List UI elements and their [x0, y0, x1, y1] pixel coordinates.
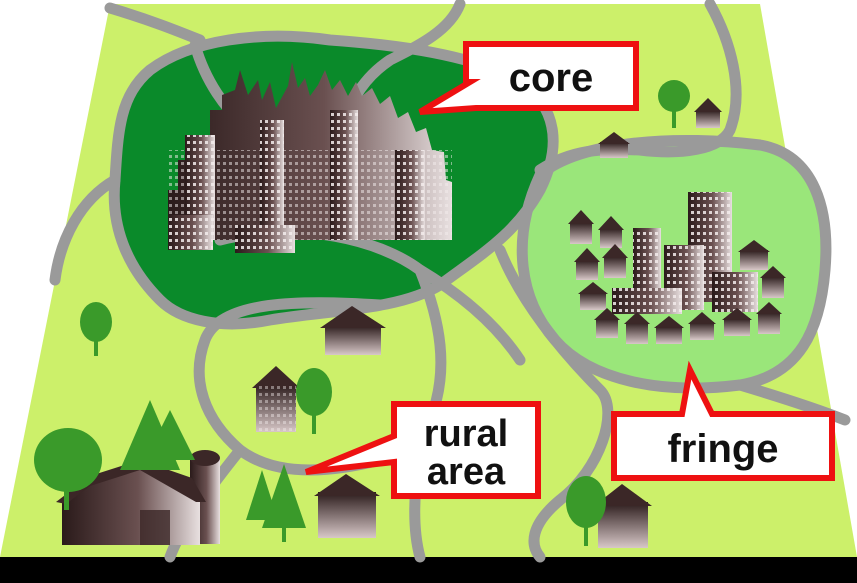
road-east-edge	[734, 379, 851, 426]
house-top-right-body	[696, 110, 720, 128]
house-top-mid	[598, 132, 630, 158]
tree-crown	[34, 428, 102, 492]
tower-3-windows	[330, 110, 358, 240]
fringe-house	[596, 318, 618, 338]
house-mid-left-body	[325, 325, 381, 355]
base-edge	[0, 557, 857, 583]
barn-roof	[56, 460, 206, 504]
fringe-block-1-windows	[612, 288, 682, 314]
tree-trunk	[312, 408, 316, 434]
low-block-mid-windows	[235, 225, 295, 253]
tree-trunk	[94, 338, 98, 356]
fringe-house	[762, 276, 784, 298]
fringe-house	[604, 256, 626, 278]
house-two-story-windows	[256, 384, 296, 432]
house-two-story-roof	[252, 366, 300, 388]
core-skyline	[168, 62, 452, 253]
fringe-house	[600, 228, 622, 248]
conifer	[145, 410, 195, 460]
callout-fringe-bubble	[611, 360, 835, 481]
fringe-houses	[568, 210, 786, 344]
tower-2-windows	[260, 120, 284, 240]
house-top-mid-roof	[598, 132, 630, 144]
tree-bottom-right	[566, 476, 606, 546]
tree-bottom-left-round	[34, 428, 102, 510]
road-core-ring	[108, 30, 559, 330]
conifer	[262, 464, 306, 528]
fringe-house-roof	[578, 282, 608, 294]
callout-core-label: core	[509, 56, 594, 100]
fringe-house-roof	[574, 248, 600, 262]
tree-crown	[80, 302, 112, 342]
house-mid-left-roof	[320, 306, 386, 328]
callout-fringe: fringe	[611, 360, 835, 481]
fringe-house	[580, 292, 606, 310]
fringe-house-roof	[760, 266, 786, 278]
fringe-house	[724, 318, 750, 336]
tree-crown	[658, 80, 690, 112]
tower-4-windows	[395, 150, 425, 240]
house-top-right	[694, 98, 722, 128]
house-bottom-right-roof	[594, 484, 652, 506]
fringe-house	[656, 326, 682, 344]
conifer-cluster-left	[120, 400, 195, 470]
house-bottom-mid	[314, 474, 380, 538]
road-top-right	[534, 0, 742, 176]
house-two-story	[252, 366, 300, 432]
fringe-house	[626, 322, 648, 344]
fringe-house-roof	[624, 312, 650, 324]
house-top-mid-body	[600, 142, 628, 158]
fringe-house	[740, 250, 768, 270]
tree-trunk	[584, 520, 588, 546]
tree-trunk	[672, 108, 676, 128]
callout-rural-area: rural area	[304, 401, 541, 499]
callout-core: core	[418, 41, 639, 115]
road-top-left	[104, 2, 206, 46]
fringe-house	[576, 260, 598, 280]
fringe-house-roof	[568, 210, 594, 224]
tree-mid	[296, 368, 332, 434]
fringe-house-roof	[598, 216, 624, 230]
tree-crown	[296, 368, 332, 416]
fringe-house-roof	[654, 316, 684, 328]
house-mid-left	[320, 306, 386, 355]
callout-fringe-label: fringe	[667, 427, 778, 471]
house-bottom-mid-roof	[314, 474, 380, 496]
fringe-house-roof	[738, 240, 770, 252]
road-east-south	[494, 244, 614, 563]
house-bottom-mid-body	[318, 492, 376, 538]
house-bottom-right	[594, 484, 652, 548]
tree-crown	[566, 476, 606, 528]
fringe-house-roof	[602, 244, 628, 258]
tree-trunk	[64, 480, 69, 510]
fringe-house	[690, 322, 714, 340]
callout-rural-bubble	[304, 401, 541, 499]
low-block-left-windows	[168, 215, 213, 250]
barn	[56, 450, 220, 545]
trees	[34, 80, 690, 546]
callout-rural-label-line2: area	[427, 451, 506, 493]
fringe-block-2-windows	[712, 272, 758, 312]
road-west-edge	[49, 174, 121, 286]
house-bottom-right-body	[598, 502, 648, 548]
fringe-house	[758, 312, 780, 334]
tree-left	[80, 302, 112, 356]
silo-cap	[190, 450, 220, 466]
fringe-house-roof	[756, 302, 782, 314]
conifer-cluster-bottom	[246, 464, 306, 542]
fringe-house-roof	[722, 308, 752, 320]
fringe-house-roof	[594, 308, 620, 320]
tree-top-right	[658, 80, 690, 128]
fringe-house	[570, 222, 592, 244]
fringe-town	[568, 192, 786, 344]
fringe-house-roof	[688, 312, 716, 324]
rural-houses	[56, 98, 722, 548]
tree-trunk	[282, 528, 286, 542]
house-top-right-roof	[694, 98, 722, 112]
callout-rural-label-line1: rural	[424, 413, 508, 455]
callout-core-bubble	[418, 41, 639, 115]
barn-door	[140, 510, 170, 545]
